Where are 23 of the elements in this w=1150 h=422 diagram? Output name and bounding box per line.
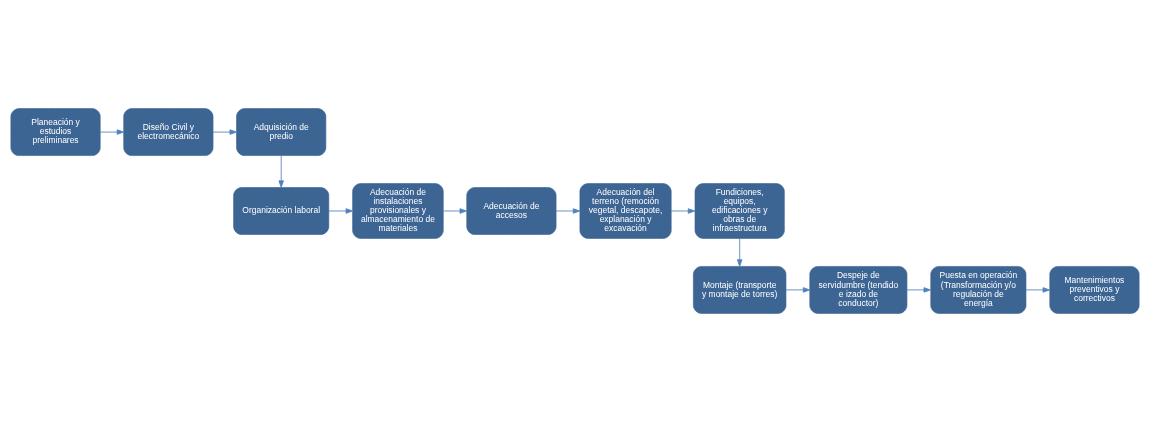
- node-box: Puesta en operación (Transformación y/o regulación de energía: [930, 266, 1027, 314]
- arrow: [1025, 287, 1050, 293]
- node-box: Despeje de servidumbre (tendido e izado de conductor): [809, 266, 908, 314]
- arrow: [555, 208, 581, 214]
- node-box: Organización laboral: [233, 187, 330, 235]
- node-box: Adecuación de accesos: [466, 187, 557, 235]
- node-box: Adquisición de predio: [236, 108, 327, 156]
- arrow: [212, 129, 237, 135]
- arrow: [442, 208, 467, 214]
- node-box: Planeación y estudios preliminares: [10, 108, 101, 156]
- arrow: [278, 155, 284, 188]
- node-box: Montaje (transporte y montaje de torres): [693, 266, 787, 314]
- arrow: [736, 238, 743, 267]
- arrow: [906, 287, 931, 293]
- node-box: Adecuación de instalaciones provisionales y almacenamiento de materiales: [352, 183, 444, 239]
- node-box: Fundiciones, equipos, edificaciones y obras de infraestructura: [694, 183, 785, 239]
- node-box: Adecuación del terreno (remoción vegetal, descapote, explanación y excavación: [579, 183, 672, 239]
- node-box: Diseño Civil y electromecánico: [123, 108, 214, 156]
- arrow: [99, 129, 125, 135]
- node-box: Mantenimientos preventivos y correctivos: [1049, 266, 1140, 314]
- arrow: [328, 208, 354, 214]
- arrow: [785, 287, 811, 293]
- arrow: [670, 208, 696, 214]
